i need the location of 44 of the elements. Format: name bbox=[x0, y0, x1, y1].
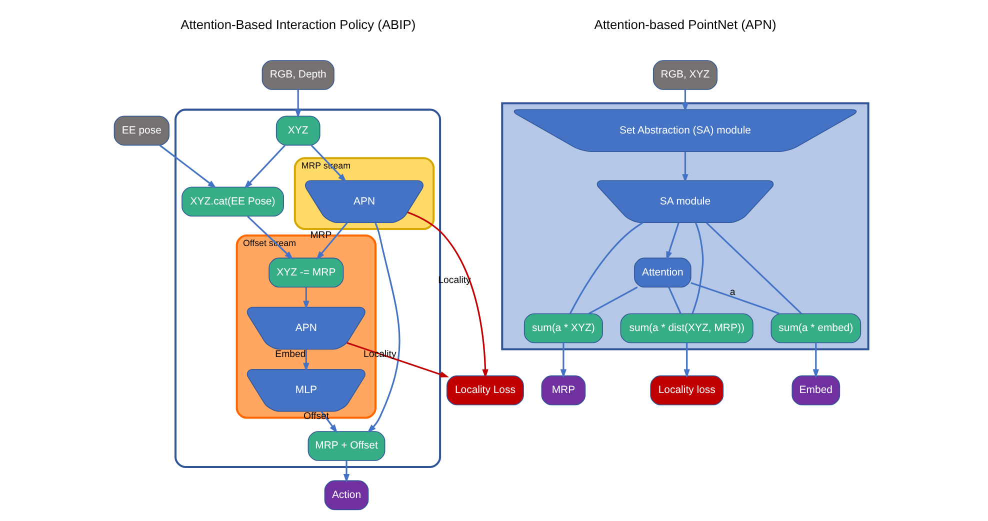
connector bbox=[690, 282, 780, 314]
arrow bbox=[158, 144, 216, 188]
arrow bbox=[342, 460, 350, 483]
node-box: MRP + Offset bbox=[307, 431, 385, 461]
arrow bbox=[682, 90, 688, 112]
arrow bbox=[812, 342, 819, 378]
node-box: XYZ -= MRP bbox=[268, 258, 344, 288]
arrow bbox=[683, 342, 690, 378]
arrow bbox=[294, 90, 301, 118]
connector bbox=[691, 222, 704, 314]
arrow bbox=[682, 152, 688, 183]
arrow bbox=[366, 222, 400, 433]
arrow bbox=[302, 350, 309, 372]
node-box: Embed bbox=[791, 375, 840, 406]
node-box: sum(a * XYZ) bbox=[523, 313, 602, 344]
node-box: RGB, XYZ bbox=[652, 60, 717, 90]
node-box: MRP bbox=[540, 375, 586, 406]
node-box: EE pose bbox=[113, 116, 169, 146]
node-box: Locality loss bbox=[650, 375, 724, 406]
node-box: Locality Loss bbox=[446, 375, 524, 406]
edge-label: a bbox=[729, 287, 735, 298]
connector bbox=[668, 286, 681, 314]
node-box: Attention bbox=[634, 258, 691, 288]
arrow bbox=[244, 144, 285, 189]
node-box: XYZ.cat(EE Pose) bbox=[181, 186, 284, 217]
edge-label: Embed bbox=[274, 348, 306, 360]
arrow bbox=[246, 216, 293, 260]
arrow bbox=[406, 212, 488, 378]
node-box: XYZ bbox=[275, 116, 320, 146]
edge-label: Locality bbox=[363, 348, 396, 360]
label: Attention-based PointNet (APN) bbox=[594, 16, 776, 32]
arrow bbox=[666, 222, 679, 260]
arrow bbox=[320, 411, 338, 434]
node-box: Action bbox=[324, 480, 368, 510]
node-box: sum(a * dist(XYZ, MRP)) bbox=[620, 313, 753, 344]
arrow bbox=[302, 287, 309, 310]
arrow bbox=[346, 342, 449, 378]
connector bbox=[705, 222, 802, 314]
connector bbox=[568, 222, 643, 314]
connector bbox=[588, 286, 638, 314]
arrow bbox=[560, 342, 566, 378]
node-box: sum(a * embed) bbox=[770, 313, 861, 344]
node-box: RGB, Depth bbox=[261, 60, 334, 90]
label: Attention-Based Interaction Policy (ABIP) bbox=[180, 16, 416, 32]
